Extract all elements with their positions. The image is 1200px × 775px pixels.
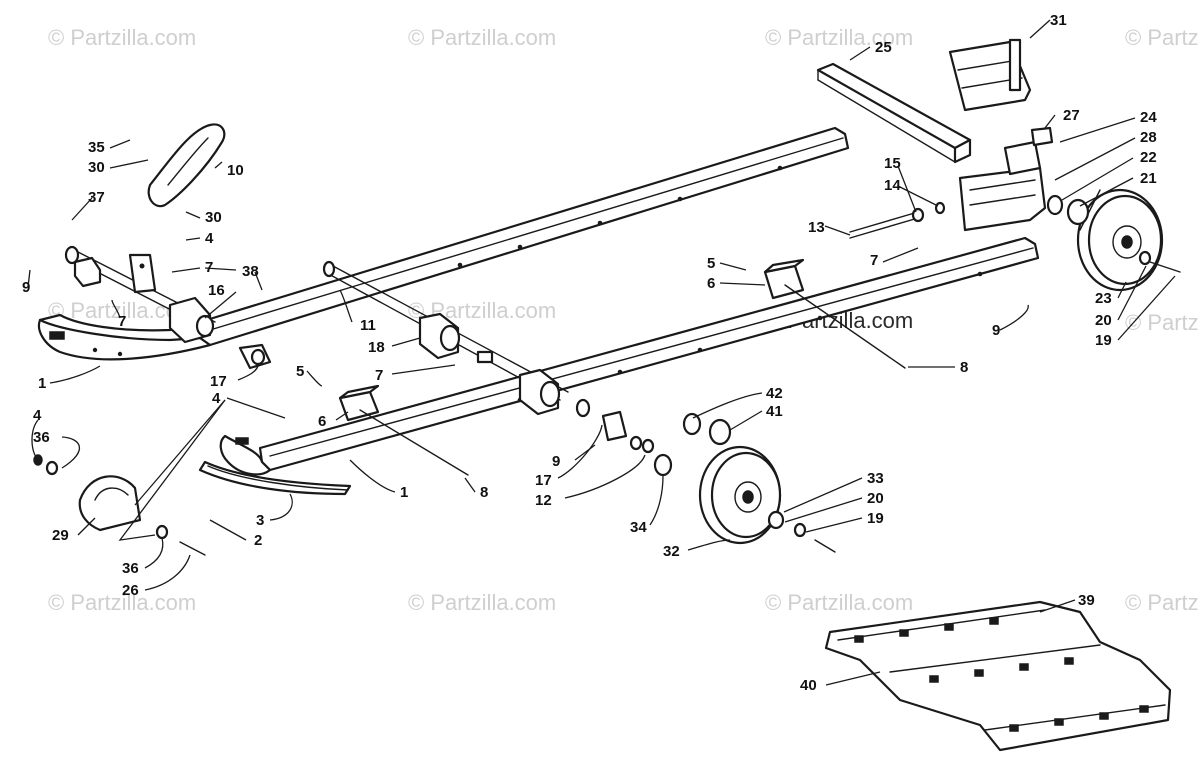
rear-idler-wheel xyxy=(1076,188,1164,292)
leader-lines xyxy=(27,19,1176,686)
callout-12: 12 xyxy=(535,492,552,509)
callout-40: 40 xyxy=(800,677,817,694)
rear-wheel-hardware xyxy=(1046,194,1181,273)
callout-25: 25 xyxy=(875,39,892,56)
small-bracket-27 xyxy=(1030,126,1054,147)
middle-spacer xyxy=(575,398,628,442)
callout-15: 15 xyxy=(884,155,901,172)
front-stopper xyxy=(238,343,272,370)
callout-4-top: 4 xyxy=(205,230,214,247)
callout-13: 13 xyxy=(808,219,825,236)
middle-shaft xyxy=(322,260,569,416)
rear-bolt-13 xyxy=(849,201,946,239)
callout-36-top: 36 xyxy=(33,429,50,446)
callout-2: 2 xyxy=(254,532,262,549)
watermark-10: © Partzilla.com xyxy=(408,590,556,615)
callout-16: 16 xyxy=(208,282,225,299)
callout-37: 37 xyxy=(88,189,105,206)
callout-17-left: 17 xyxy=(210,373,227,390)
track xyxy=(824,600,1172,752)
callout-8-front: 8 xyxy=(480,484,488,501)
callout-6-front: 6 xyxy=(318,413,326,430)
watermark-4: © Partzilla.com xyxy=(1125,25,1200,50)
watermark-1: © Partzilla.com xyxy=(48,25,196,50)
callout-42: 42 xyxy=(766,385,783,402)
bumper-block-rear xyxy=(763,258,805,300)
callout-9-mid: 9 xyxy=(552,453,560,470)
callout-34: 34 xyxy=(630,519,647,536)
callout-36-bottom: 36 xyxy=(122,560,139,577)
callout-19-rear: 19 xyxy=(1095,332,1112,349)
watermark-11: © Partzilla.com xyxy=(765,590,913,615)
callout-9-rear: 9 xyxy=(992,322,1000,339)
callout-38: 38 xyxy=(242,263,259,280)
callout-1-upper: 1 xyxy=(38,375,46,392)
callouts: 31 25 27 24 28 22 21 23 20 19 15 14 13 7… xyxy=(22,12,1157,694)
callout-9-front: 9 xyxy=(22,279,30,296)
callout-31: 31 xyxy=(1050,12,1067,29)
callout-26: 26 xyxy=(122,582,139,599)
callout-24: 24 xyxy=(1140,109,1157,126)
callout-27: 27 xyxy=(1063,107,1080,124)
callout-33: 33 xyxy=(867,470,884,487)
callout-20-rear: 20 xyxy=(1095,312,1112,329)
callout-22: 22 xyxy=(1140,149,1157,166)
callout-35: 35 xyxy=(88,139,105,156)
spring-bracket xyxy=(147,123,226,208)
callout-20-mid: 20 xyxy=(867,490,884,507)
callout-18: 18 xyxy=(368,339,385,356)
rear-mount-plate xyxy=(958,140,1047,232)
front-guard xyxy=(78,475,142,532)
callout-39: 39 xyxy=(1078,592,1095,609)
callout-3: 3 xyxy=(256,512,264,529)
watermark-3: © Partzilla.com xyxy=(765,25,913,50)
callout-30-top: 30 xyxy=(88,159,105,176)
rear-bracket xyxy=(948,38,1032,112)
lower-slide-rail xyxy=(219,236,1040,476)
front-arm-bracket xyxy=(73,256,215,344)
callout-10: 10 xyxy=(227,162,244,179)
callout-28: 28 xyxy=(1140,129,1157,146)
rear-cross-shaft xyxy=(816,62,972,164)
callout-5-rear: 5 xyxy=(707,255,715,272)
long-bolts xyxy=(359,284,906,476)
callout-21: 21 xyxy=(1140,170,1157,187)
callout-19-mid: 19 xyxy=(867,510,884,527)
upper-rail-front-tip xyxy=(37,313,212,361)
callout-7-upper: 7 xyxy=(205,259,213,276)
bumper-block-front xyxy=(338,384,380,422)
middle-wheel xyxy=(698,445,782,545)
watermarks: © Partzilla.com © Partzilla.com © Partzi… xyxy=(48,25,1200,615)
watermark-8: © Partzilla.com xyxy=(1125,310,1200,335)
front-mount-bracket xyxy=(128,253,157,294)
callout-4-mid: 4 xyxy=(212,390,221,407)
callout-29: 29 xyxy=(52,527,69,544)
watermark-12: © Partzilla.com xyxy=(1125,590,1200,615)
callout-17-right: 17 xyxy=(535,472,552,489)
callout-7-left: 7 xyxy=(118,313,126,330)
middle-wheel-hardware xyxy=(629,435,836,553)
callout-30-mid: 30 xyxy=(205,209,222,226)
track-clips xyxy=(854,617,1149,732)
callout-14: 14 xyxy=(884,177,901,194)
callout-4-left: 4 xyxy=(33,407,42,424)
callout-23: 23 xyxy=(1095,290,1112,307)
callout-32: 32 xyxy=(663,543,680,560)
callout-8-rear: 8 xyxy=(960,359,968,376)
callout-7-rear: 7 xyxy=(870,252,878,269)
callout-1-lower: 1 xyxy=(400,484,408,501)
callout-11: 11 xyxy=(360,317,376,334)
watermark-2: © Partzilla.com xyxy=(408,25,556,50)
callout-5-front: 5 xyxy=(296,363,304,380)
watermark-9: © Partzilla.com xyxy=(48,590,196,615)
bearings xyxy=(682,412,732,446)
wear-strip xyxy=(198,460,352,496)
callout-6-rear: 6 xyxy=(707,275,715,292)
callout-41: 41 xyxy=(766,403,783,420)
callout-7-mid: 7 xyxy=(375,367,383,384)
